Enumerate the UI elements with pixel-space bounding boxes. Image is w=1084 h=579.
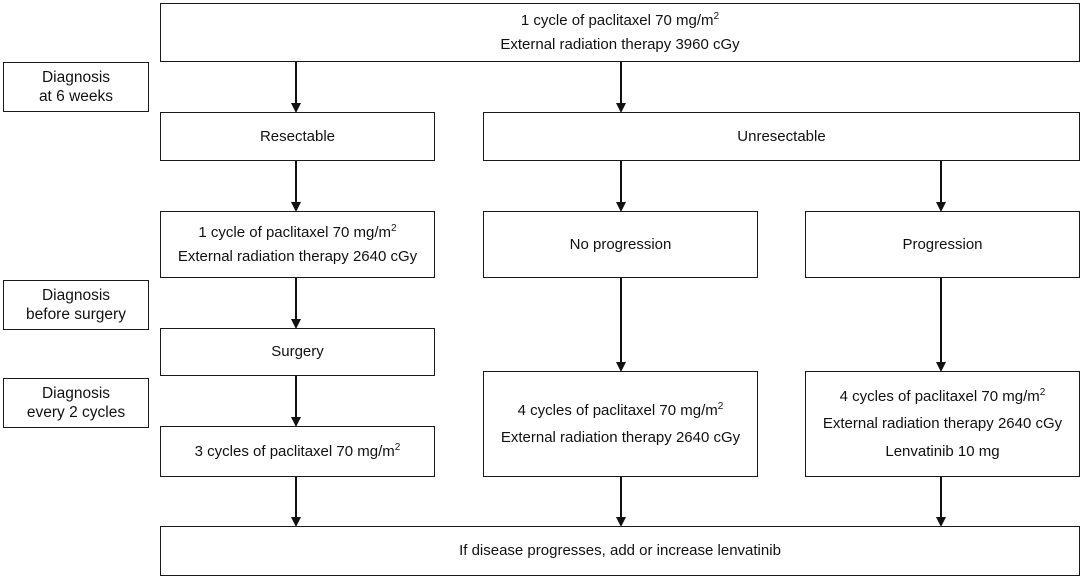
resectable-treatment-line1: 1 cycle of paclitaxel 70 mg/m2	[198, 223, 397, 242]
resectable-treatment-line2: External radiation therapy 2640 cGy	[177, 247, 418, 265]
resectable-box: Resectable	[160, 112, 435, 161]
no-prog-treatment-line1: 4 cycles of paclitaxel 70 mg/m2	[517, 400, 724, 419]
prog-treatment-line3: Lenvatinib 10 mg	[885, 442, 1000, 460]
initial-treatment-line2: External radiation therapy 3960 cGy	[500, 35, 740, 53]
no-progression-treatment-box: 4 cycles of paclitaxel 70 mg/m2 External…	[483, 371, 758, 477]
prog-treatment-line2: External radiation therapy 2640 cGy	[822, 415, 1063, 433]
diagnosis-before-surgery-label: Diagnosis before surgery	[3, 280, 149, 330]
post-surgery-line1: 3 cycles of paclitaxel 70 mg/m2	[194, 441, 401, 460]
diagnosis-6-weeks-label: Diagnosis at 6 weeks	[3, 62, 149, 112]
diagnosis-every-2-cycles-label: Diagnosis every 2 cycles	[3, 378, 149, 428]
post-surgery-cycles-box: 3 cycles of paclitaxel 70 mg/m2	[160, 426, 435, 477]
surgery-box: Surgery	[160, 328, 435, 376]
no-prog-treatment-line2: External radiation therapy 2640 cGy	[500, 429, 741, 446]
unresectable-box: Unresectable	[483, 112, 1080, 161]
no-progression-box: No progression	[483, 211, 758, 278]
resectable-treatment-box: 1 cycle of paclitaxel 70 mg/m2 External …	[160, 211, 435, 278]
progression-treatment-box: 4 cycles of paclitaxel 70 mg/m2 External…	[805, 371, 1080, 477]
progression-box: Progression	[805, 211, 1080, 278]
prog-treatment-line1: 4 cycles of paclitaxel 70 mg/m2	[839, 387, 1046, 406]
initial-treatment-line1: 1 cycle of paclitaxel 70 mg/m2	[520, 11, 720, 30]
disease-progression-box: If disease progresses, add or increase l…	[160, 526, 1080, 576]
initial-treatment-box: 1 cycle of paclitaxel 70 mg/m2 External …	[160, 3, 1080, 62]
